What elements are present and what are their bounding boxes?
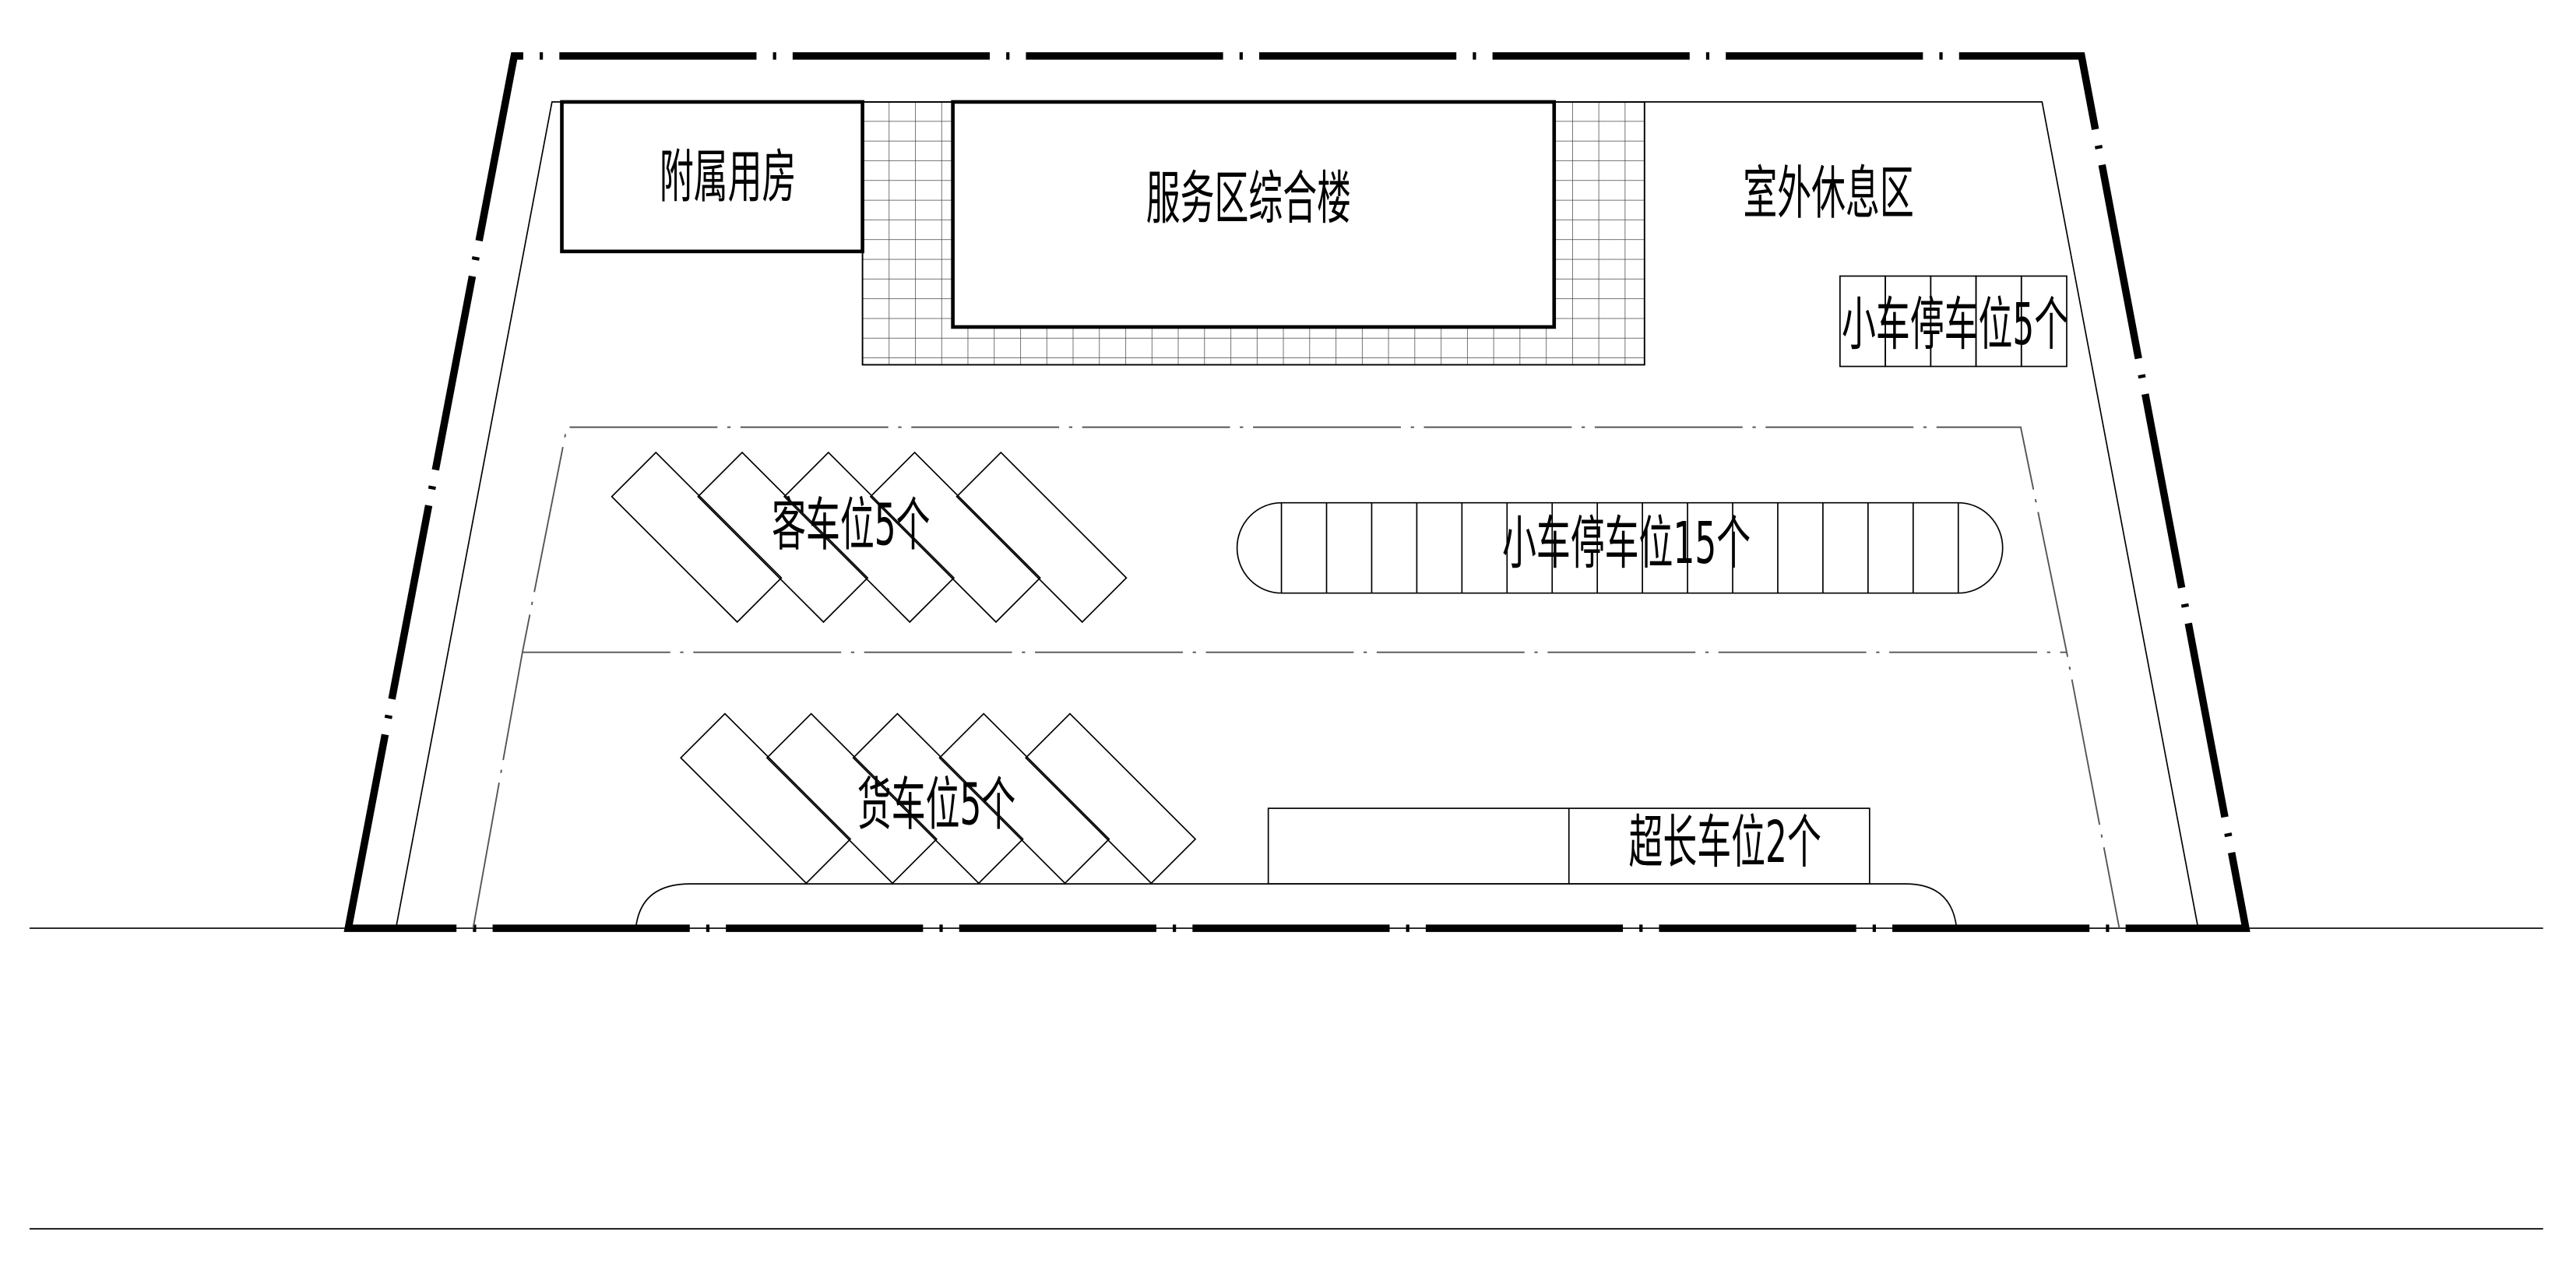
truck-parking	[680, 712, 1197, 885]
small-car-15-label: 小车停车位15个	[1502, 511, 1751, 577]
rest-area-label: 室外休息区	[1743, 161, 1913, 227]
small-car-parking-5	[1839, 275, 2067, 368]
parking-space	[869, 451, 1041, 624]
main-building-label: 服务区综合楼	[1146, 166, 1351, 232]
parking-space	[680, 712, 852, 885]
curb	[635, 883, 1958, 929]
parking-space	[955, 451, 1128, 624]
bus-label: 客车位5个	[772, 493, 930, 559]
annex-label: 附属用房	[660, 144, 797, 210]
parking-space	[697, 451, 869, 624]
parking-space	[765, 712, 938, 885]
bus-parking	[611, 451, 1128, 624]
parking-space	[1025, 712, 1197, 885]
parking-space	[783, 451, 955, 624]
parking-space	[852, 712, 1024, 885]
extra-long-label: 超长车位2个	[1629, 810, 1821, 876]
small-car-parking-15	[1236, 501, 2004, 594]
road-edge	[472, 426, 2120, 929]
site-boundary	[343, 52, 2250, 932]
main-building: 服务区综合楼	[951, 100, 1557, 329]
small-car-5-label: 小车停车位5个	[1842, 292, 2068, 358]
parking-space	[611, 451, 783, 624]
parking-space	[938, 712, 1110, 885]
truck-label: 货车位5个	[857, 772, 1015, 838]
annex-building: 附属用房	[560, 100, 864, 254]
parking-space	[2020, 275, 2067, 368]
